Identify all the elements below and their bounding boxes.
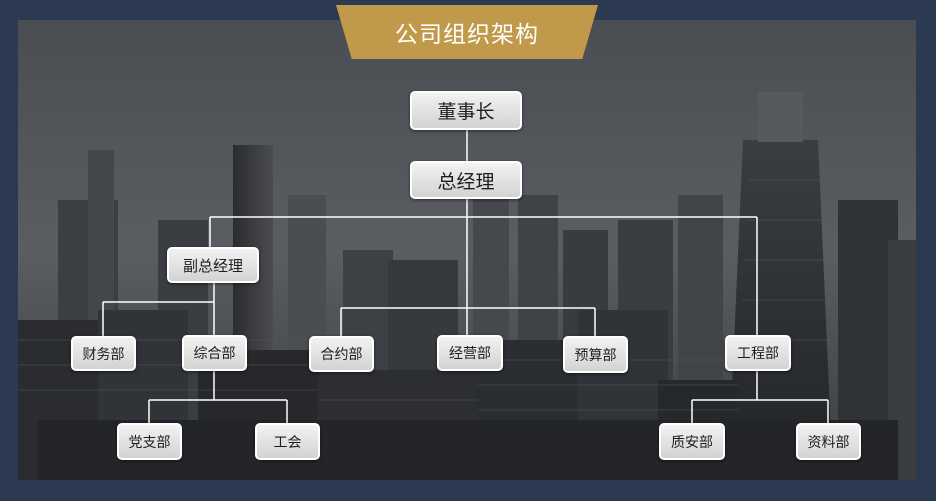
node-deputy-general-manager[interactable]: 副总经理 [167, 247, 259, 283]
node-union[interactable]: 工会 [255, 423, 320, 460]
node-general-manager[interactable]: 总经理 [410, 161, 522, 199]
node-quality-safety[interactable]: 质安部 [659, 423, 725, 460]
node-documents[interactable]: 资料部 [796, 423, 861, 460]
node-operations[interactable]: 经营部 [437, 335, 503, 371]
node-contract[interactable]: 合约部 [309, 336, 374, 372]
page-title: 公司组织架构 [336, 5, 598, 59]
node-engineering[interactable]: 工程部 [725, 335, 791, 371]
node-party-branch[interactable]: 党支部 [117, 423, 182, 460]
node-finance[interactable]: 财务部 [71, 336, 136, 371]
node-chairman[interactable]: 董事长 [410, 91, 522, 130]
node-general-affairs[interactable]: 综合部 [182, 335, 247, 371]
node-budget[interactable]: 预算部 [563, 336, 628, 373]
